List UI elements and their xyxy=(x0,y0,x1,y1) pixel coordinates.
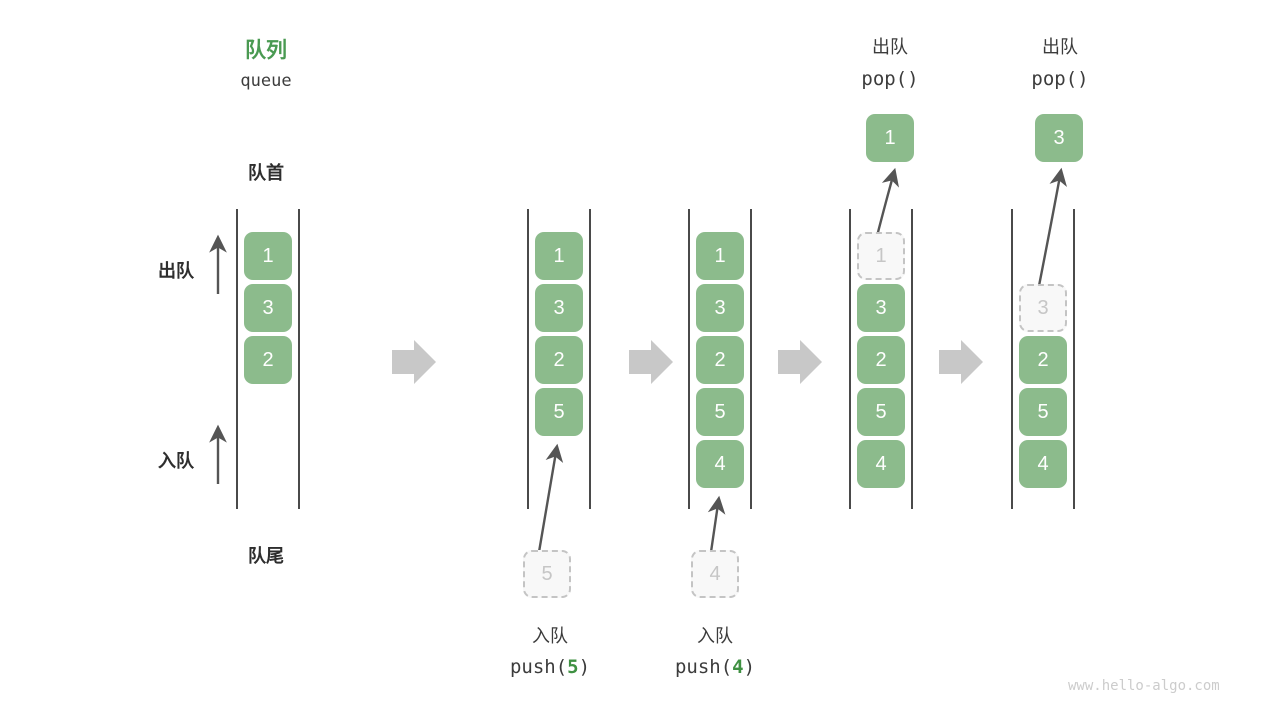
watermark: www.hello-algo.com xyxy=(1068,678,1220,694)
queue-cell: 3 xyxy=(244,284,292,332)
page-title-cn: 队列 xyxy=(245,39,287,62)
queue-cell: 3 xyxy=(535,284,583,332)
pop-3-caption-code: pop() xyxy=(1031,68,1089,90)
queue-cell: 1 xyxy=(696,232,744,280)
push-5-caption-code: push(5) xyxy=(475,656,625,678)
queue-cell: 5 xyxy=(1019,388,1067,436)
pop-1-caption-code: pop() xyxy=(861,68,919,90)
rail-left xyxy=(527,209,529,509)
push-4-caption-cn: 入队 xyxy=(697,626,733,646)
pop-1-caption-cn: 出队 xyxy=(872,37,908,57)
pop-1-arrow xyxy=(874,167,900,241)
pop-3-caption-cn: 出队 xyxy=(1042,37,1078,57)
queue-cell: 3 xyxy=(857,284,905,332)
queue-cell: 2 xyxy=(696,336,744,384)
push-5-arrow xyxy=(537,443,564,553)
enqueue-side-label: 入队 xyxy=(158,451,194,471)
transition-arrow-1 xyxy=(392,340,436,384)
queue-cell: 2 xyxy=(857,336,905,384)
push-5-caption-cn: 入队 xyxy=(532,626,568,646)
rail-left xyxy=(688,209,690,509)
push-4-arrow xyxy=(707,495,726,553)
queue-cell: 4 xyxy=(857,440,905,488)
transition-arrow-3 xyxy=(778,340,822,384)
rail-left xyxy=(236,209,238,509)
push-5-code-value: 5 xyxy=(567,656,579,678)
transition-arrow-4 xyxy=(939,340,983,384)
rail-right xyxy=(1073,209,1075,509)
page-title-en: queue xyxy=(240,71,292,91)
popped-value-box: 3 xyxy=(1035,114,1083,162)
push-4-code-prefix: push( xyxy=(674,656,733,678)
queue-cell: 2 xyxy=(535,336,583,384)
push-4-code-value: 4 xyxy=(732,656,744,678)
popped-value-box: 1 xyxy=(866,114,914,162)
queue-cell-removed: 1 xyxy=(857,232,905,280)
push-4-code-suffix: ) xyxy=(743,656,756,678)
queue-cell: 3 xyxy=(696,284,744,332)
queue-cell-removed: 3 xyxy=(1019,284,1067,332)
rail-left xyxy=(849,209,851,509)
incoming-value-box: 5 xyxy=(523,550,571,598)
rail-right xyxy=(750,209,752,509)
queue-cell: 1 xyxy=(535,232,583,280)
rail-left xyxy=(1011,209,1013,509)
queue-cell: 2 xyxy=(1019,336,1067,384)
incoming-value-box: 4 xyxy=(691,550,739,598)
rail-right xyxy=(589,209,591,509)
push-5-code-suffix: ) xyxy=(578,656,591,678)
rail-right xyxy=(911,209,913,509)
queue-cell: 1 xyxy=(244,232,292,280)
queue-cell: 5 xyxy=(857,388,905,436)
transition-arrow-2 xyxy=(629,340,673,384)
rail-right xyxy=(298,209,300,509)
push-4-caption-code: push(4) xyxy=(640,656,790,678)
queue-cell: 2 xyxy=(244,336,292,384)
push-5-code-prefix: push( xyxy=(509,656,568,678)
rear-label: 队尾 xyxy=(248,546,284,566)
pop-3-arrow xyxy=(1035,167,1067,297)
queue-cell: 4 xyxy=(1019,440,1067,488)
queue-cell-new: 5 xyxy=(535,388,583,436)
dequeue-side-label: 出队 xyxy=(158,261,194,281)
queue-cell: 5 xyxy=(696,388,744,436)
queue-cell-new: 4 xyxy=(696,440,744,488)
front-label: 队首 xyxy=(248,163,284,183)
